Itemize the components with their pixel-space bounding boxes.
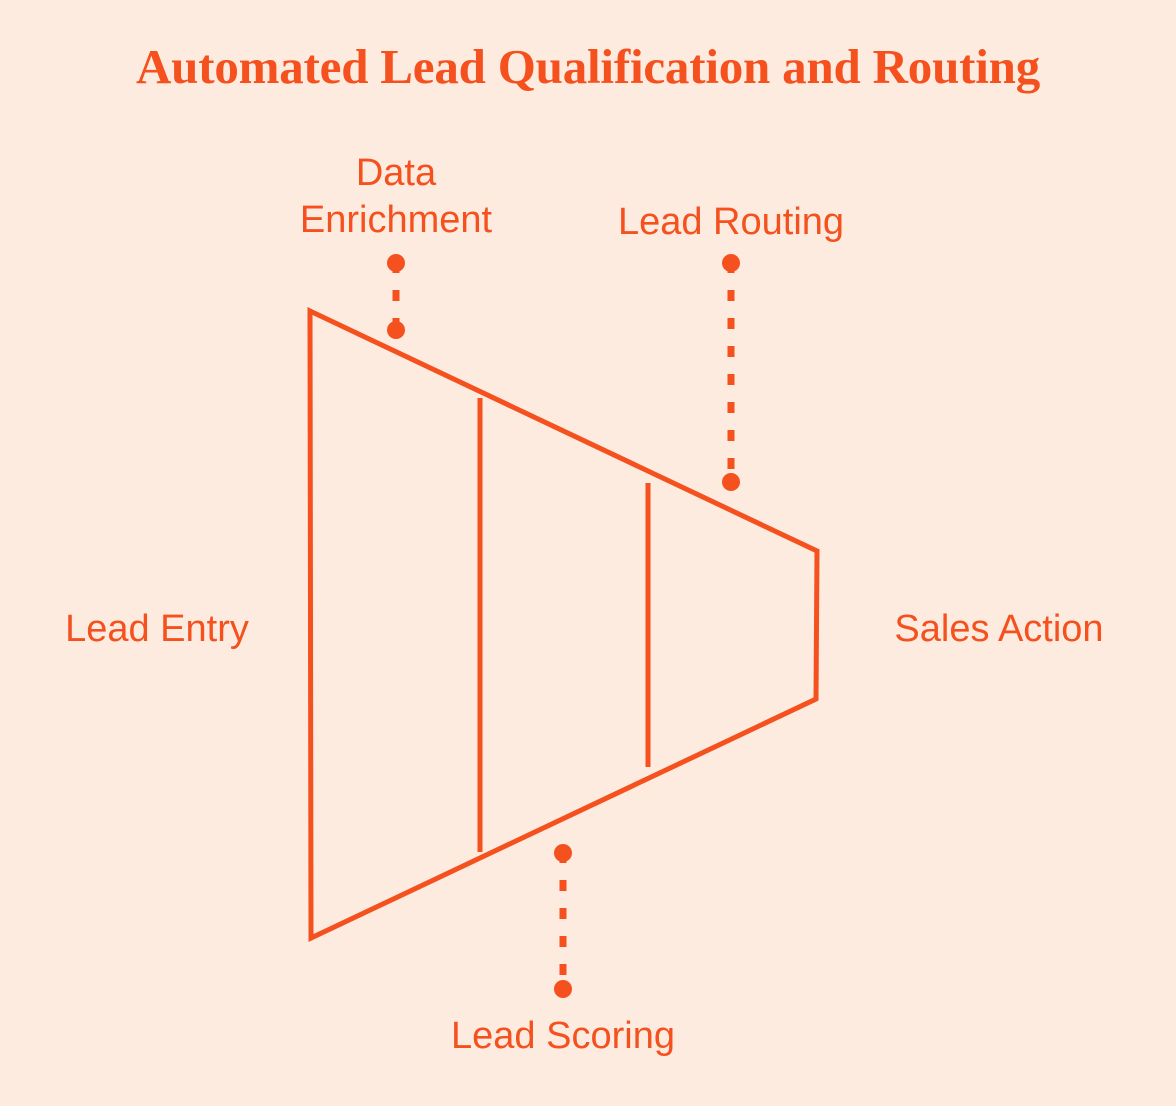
connector-dot-bottom <box>722 473 740 491</box>
stage-label-lead-entry: Lead Entry <box>65 608 249 650</box>
connector-lead-routing <box>722 254 740 491</box>
stage-label-lead-routing: Lead Routing <box>617 201 845 243</box>
connector-lead-scoring <box>554 844 572 998</box>
connector-data-enrichment <box>387 254 405 339</box>
page-title: Automated Lead Qualification and Routing <box>135 39 1041 94</box>
connector-dot-top <box>554 844 572 862</box>
connector-dot-top <box>387 254 405 272</box>
connector-dot-top <box>722 254 740 272</box>
funnel-outline <box>307 307 820 942</box>
stage-label-data-enrichment: Data Enrichment <box>299 152 493 241</box>
connector-dot-bottom <box>554 980 572 998</box>
stage-label-sales-action: Sales Action <box>894 608 1104 650</box>
connector-dot-bottom <box>387 321 405 339</box>
stage-label-lead-scoring: Lead Scoring <box>451 1015 675 1057</box>
